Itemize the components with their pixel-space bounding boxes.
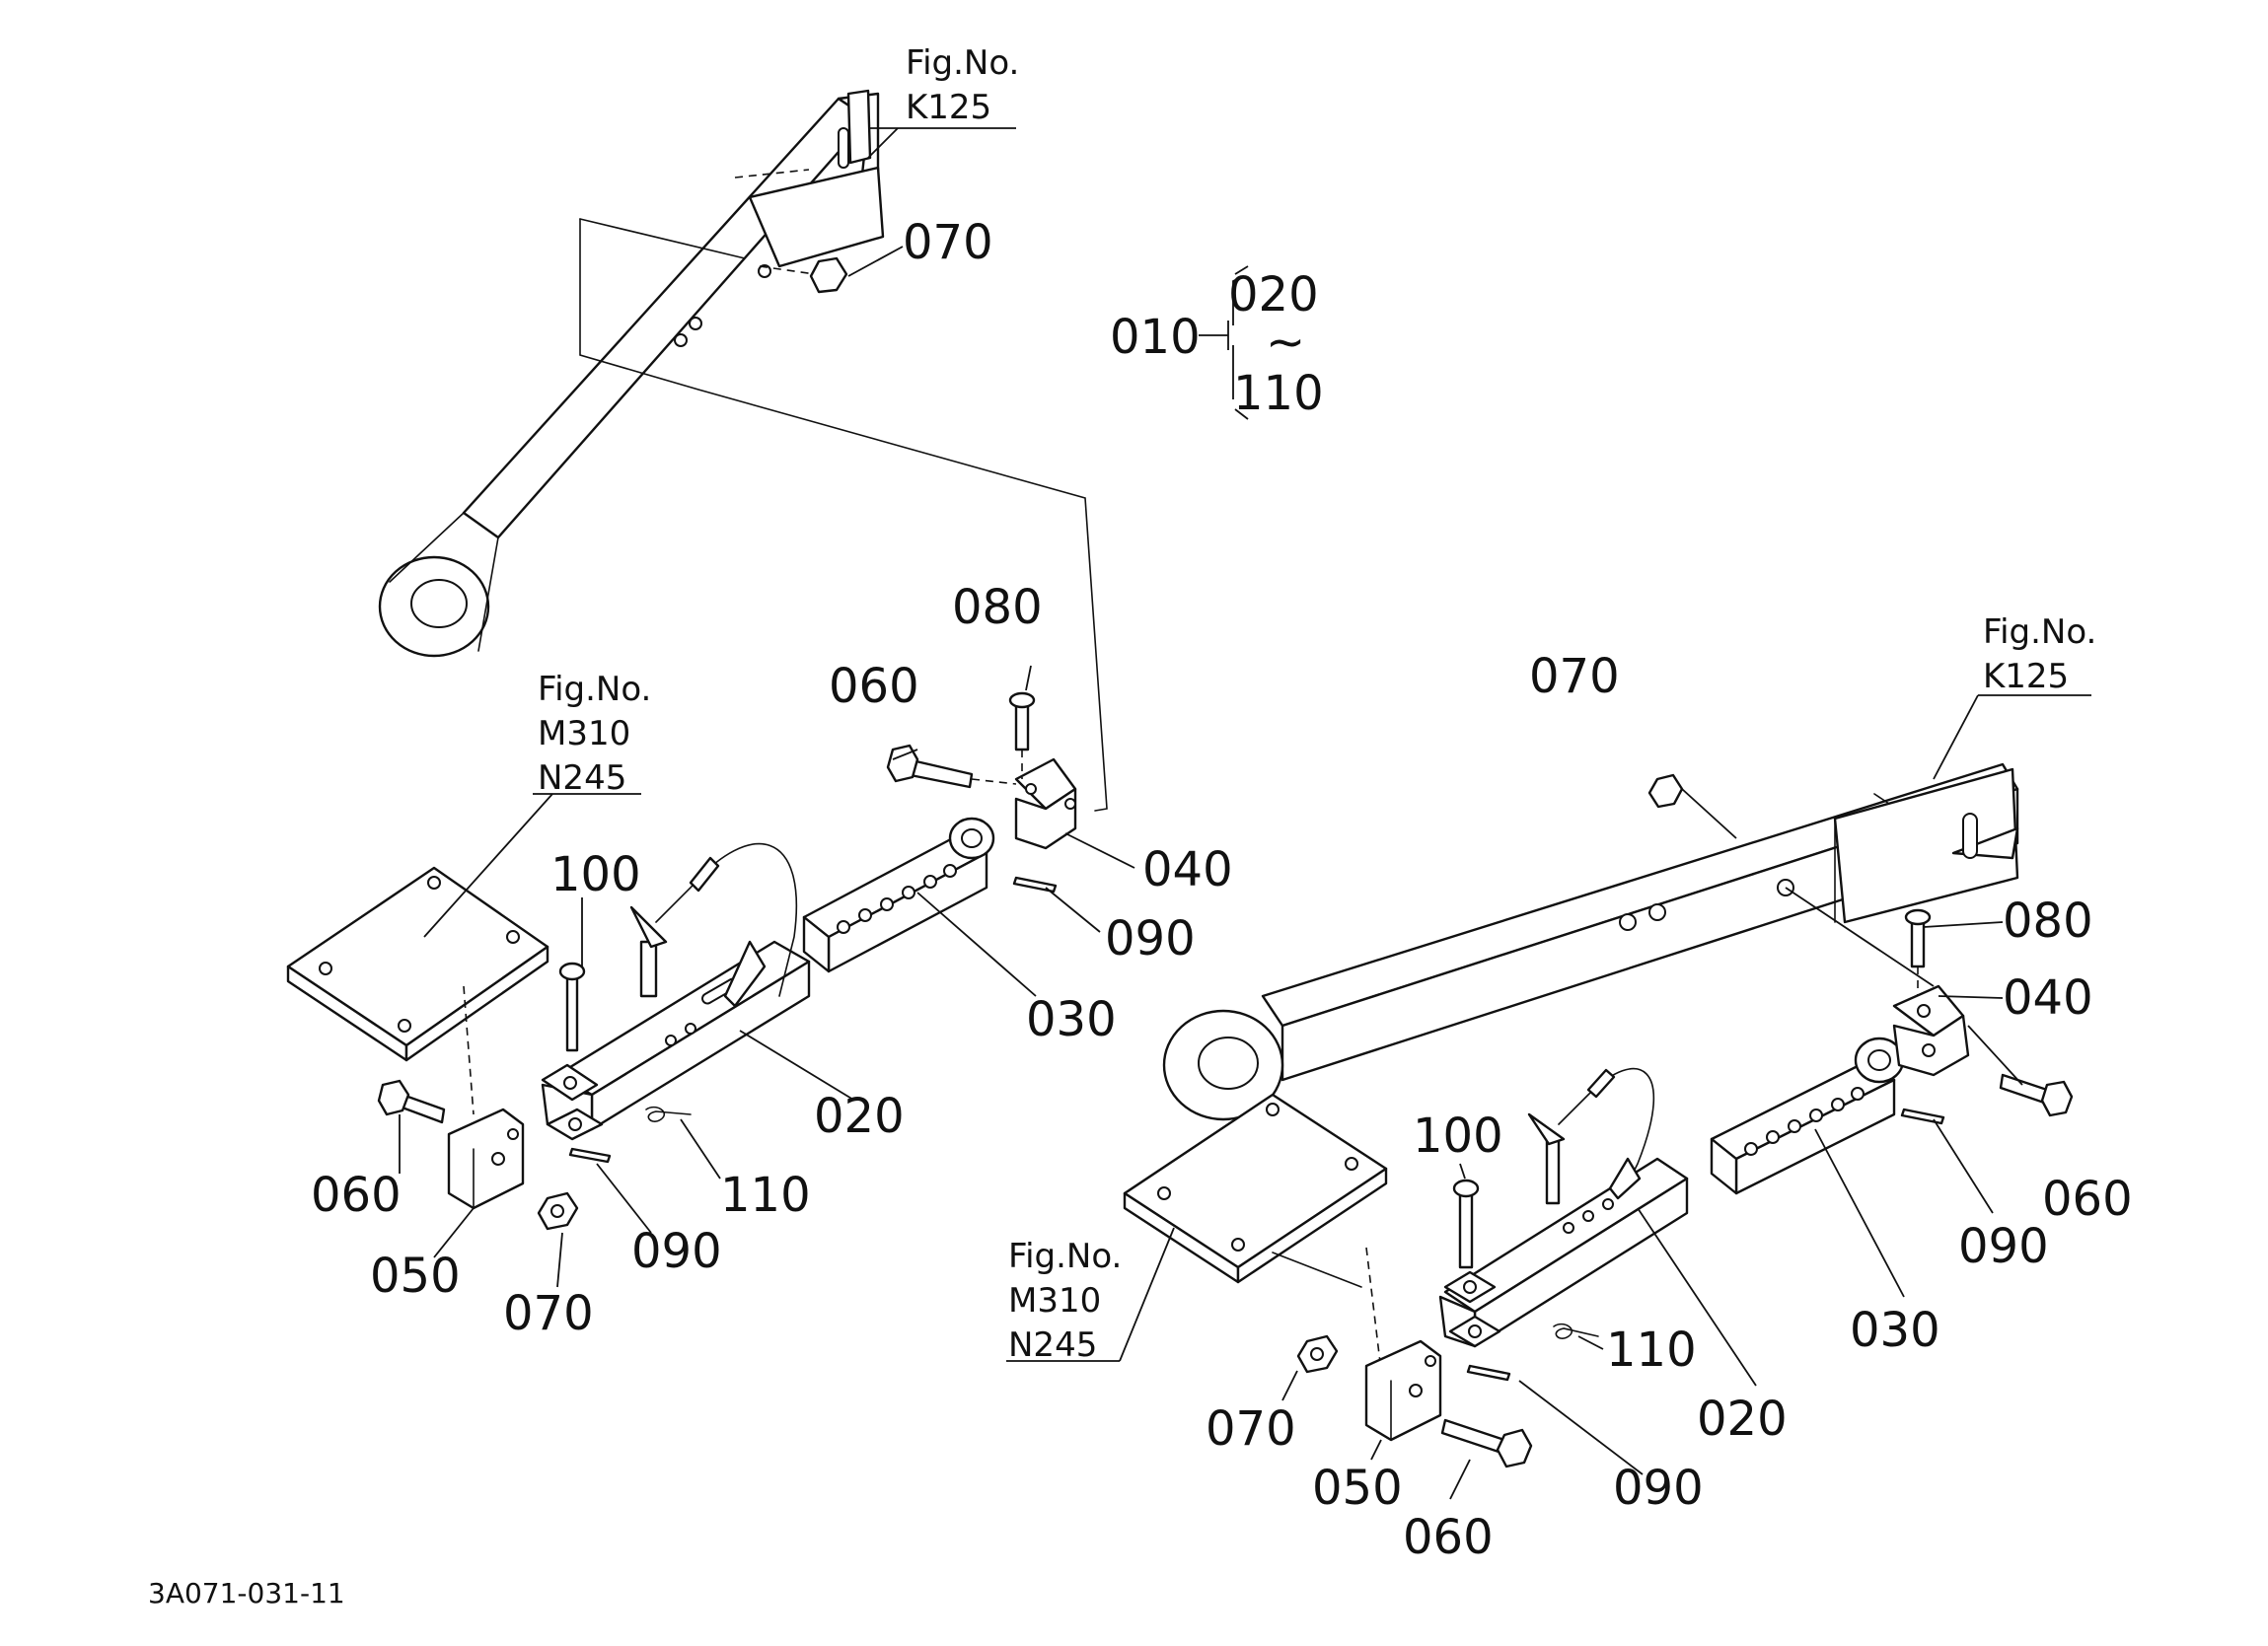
callout-040: 040: [2003, 970, 2093, 1026]
pin-080-right: [1910, 920, 1926, 968]
nut-070-top: [809, 256, 848, 294]
fig-ref-number: N245: [538, 758, 626, 798]
stabilizer-assembly-right: [1123, 908, 2074, 1468]
callout-050: 050: [1312, 1461, 1403, 1516]
leader-lines: [399, 127, 2091, 1500]
fig-ref-number: K125: [1983, 657, 2069, 696]
fig-ref-number: K125: [906, 88, 991, 127]
callout-110-range: 110: [1233, 366, 1324, 421]
callout-060: 060: [829, 659, 919, 714]
pin-100-right: [1458, 1191, 1474, 1269]
lower-link-arm-right: [1162, 762, 2019, 1121]
figure-reference-right-k125: Fig.No. K125: [1983, 612, 2096, 696]
figure-reference-top-k125: Fig.No. K125: [906, 43, 1019, 127]
nut-070-top-right: [1647, 773, 1684, 809]
pin-100-left: [565, 974, 579, 1052]
clevis-050-right: [1364, 1339, 1442, 1442]
callout-070: 070: [1529, 649, 1620, 704]
callout-020-range: 020: [1228, 267, 1319, 322]
fig-ref-number: M310: [1008, 1281, 1101, 1321]
pin-080-left: [1014, 703, 1030, 751]
callout-090: 090: [1105, 911, 1196, 966]
callout-060: 060: [311, 1168, 402, 1223]
callout-010: 010: [1110, 310, 1201, 365]
callout-030: 030: [1026, 992, 1117, 1047]
callout-020: 020: [1697, 1392, 1788, 1447]
bracket-range-label: 010 020 ~ 110: [1110, 267, 1324, 421]
callout-110: 110: [720, 1168, 811, 1223]
callout-020: 020: [814, 1089, 905, 1144]
callout-060: 060: [2042, 1172, 2133, 1227]
callout-040: 040: [1142, 842, 1233, 897]
figure-reference-bottom-m310: Fig.No. M310 N245: [1008, 1237, 1122, 1365]
callout-080: 080: [2003, 894, 2093, 949]
callout-090: 090: [1613, 1461, 1704, 1516]
range-tilde: ~: [1266, 315, 1305, 370]
callout-100: 100: [1413, 1109, 1503, 1164]
drawing-code: 3A071-031-11: [148, 1577, 345, 1610]
callout-060: 060: [1403, 1510, 1494, 1565]
stabilizer-assembly-left: [286, 691, 1077, 1231]
fig-ref-label: Fig.No.: [538, 670, 651, 709]
fig-ref-number: N245: [1008, 1325, 1097, 1365]
callout-030: 030: [1850, 1303, 1940, 1358]
callout-100: 100: [550, 847, 641, 902]
callout-070: 070: [503, 1286, 594, 1341]
callout-070: 070: [903, 215, 993, 270]
bolt-060-lower-right: [1440, 1418, 1506, 1455]
callouts-right: 070 080 040 100 060 090 030 110 020 070 …: [1206, 649, 2133, 1565]
figure-reference-left-m310: Fig.No. M310 N245: [538, 670, 651, 798]
fig-ref-label: Fig.No.: [906, 43, 1019, 83]
callout-080: 080: [952, 580, 1043, 635]
fig-ref-label: Fig.No.: [1008, 1237, 1122, 1276]
bolt-060-right: [1999, 1073, 2049, 1105]
fig-ref-label: Fig.No.: [1983, 612, 2096, 652]
fig-ref-number: M310: [538, 714, 630, 753]
callouts-left: 070 080 060 040 090 030 100 020 110 060 …: [311, 215, 1233, 1341]
callout-070: 070: [1206, 1401, 1296, 1457]
callout-110: 110: [1606, 1323, 1697, 1378]
lower-link-arm-left: [378, 89, 1108, 812]
callout-090: 090: [631, 1224, 722, 1279]
callout-090: 090: [1958, 1219, 2049, 1274]
clevis-050-left: [447, 1108, 525, 1210]
callout-050: 050: [370, 1249, 461, 1304]
